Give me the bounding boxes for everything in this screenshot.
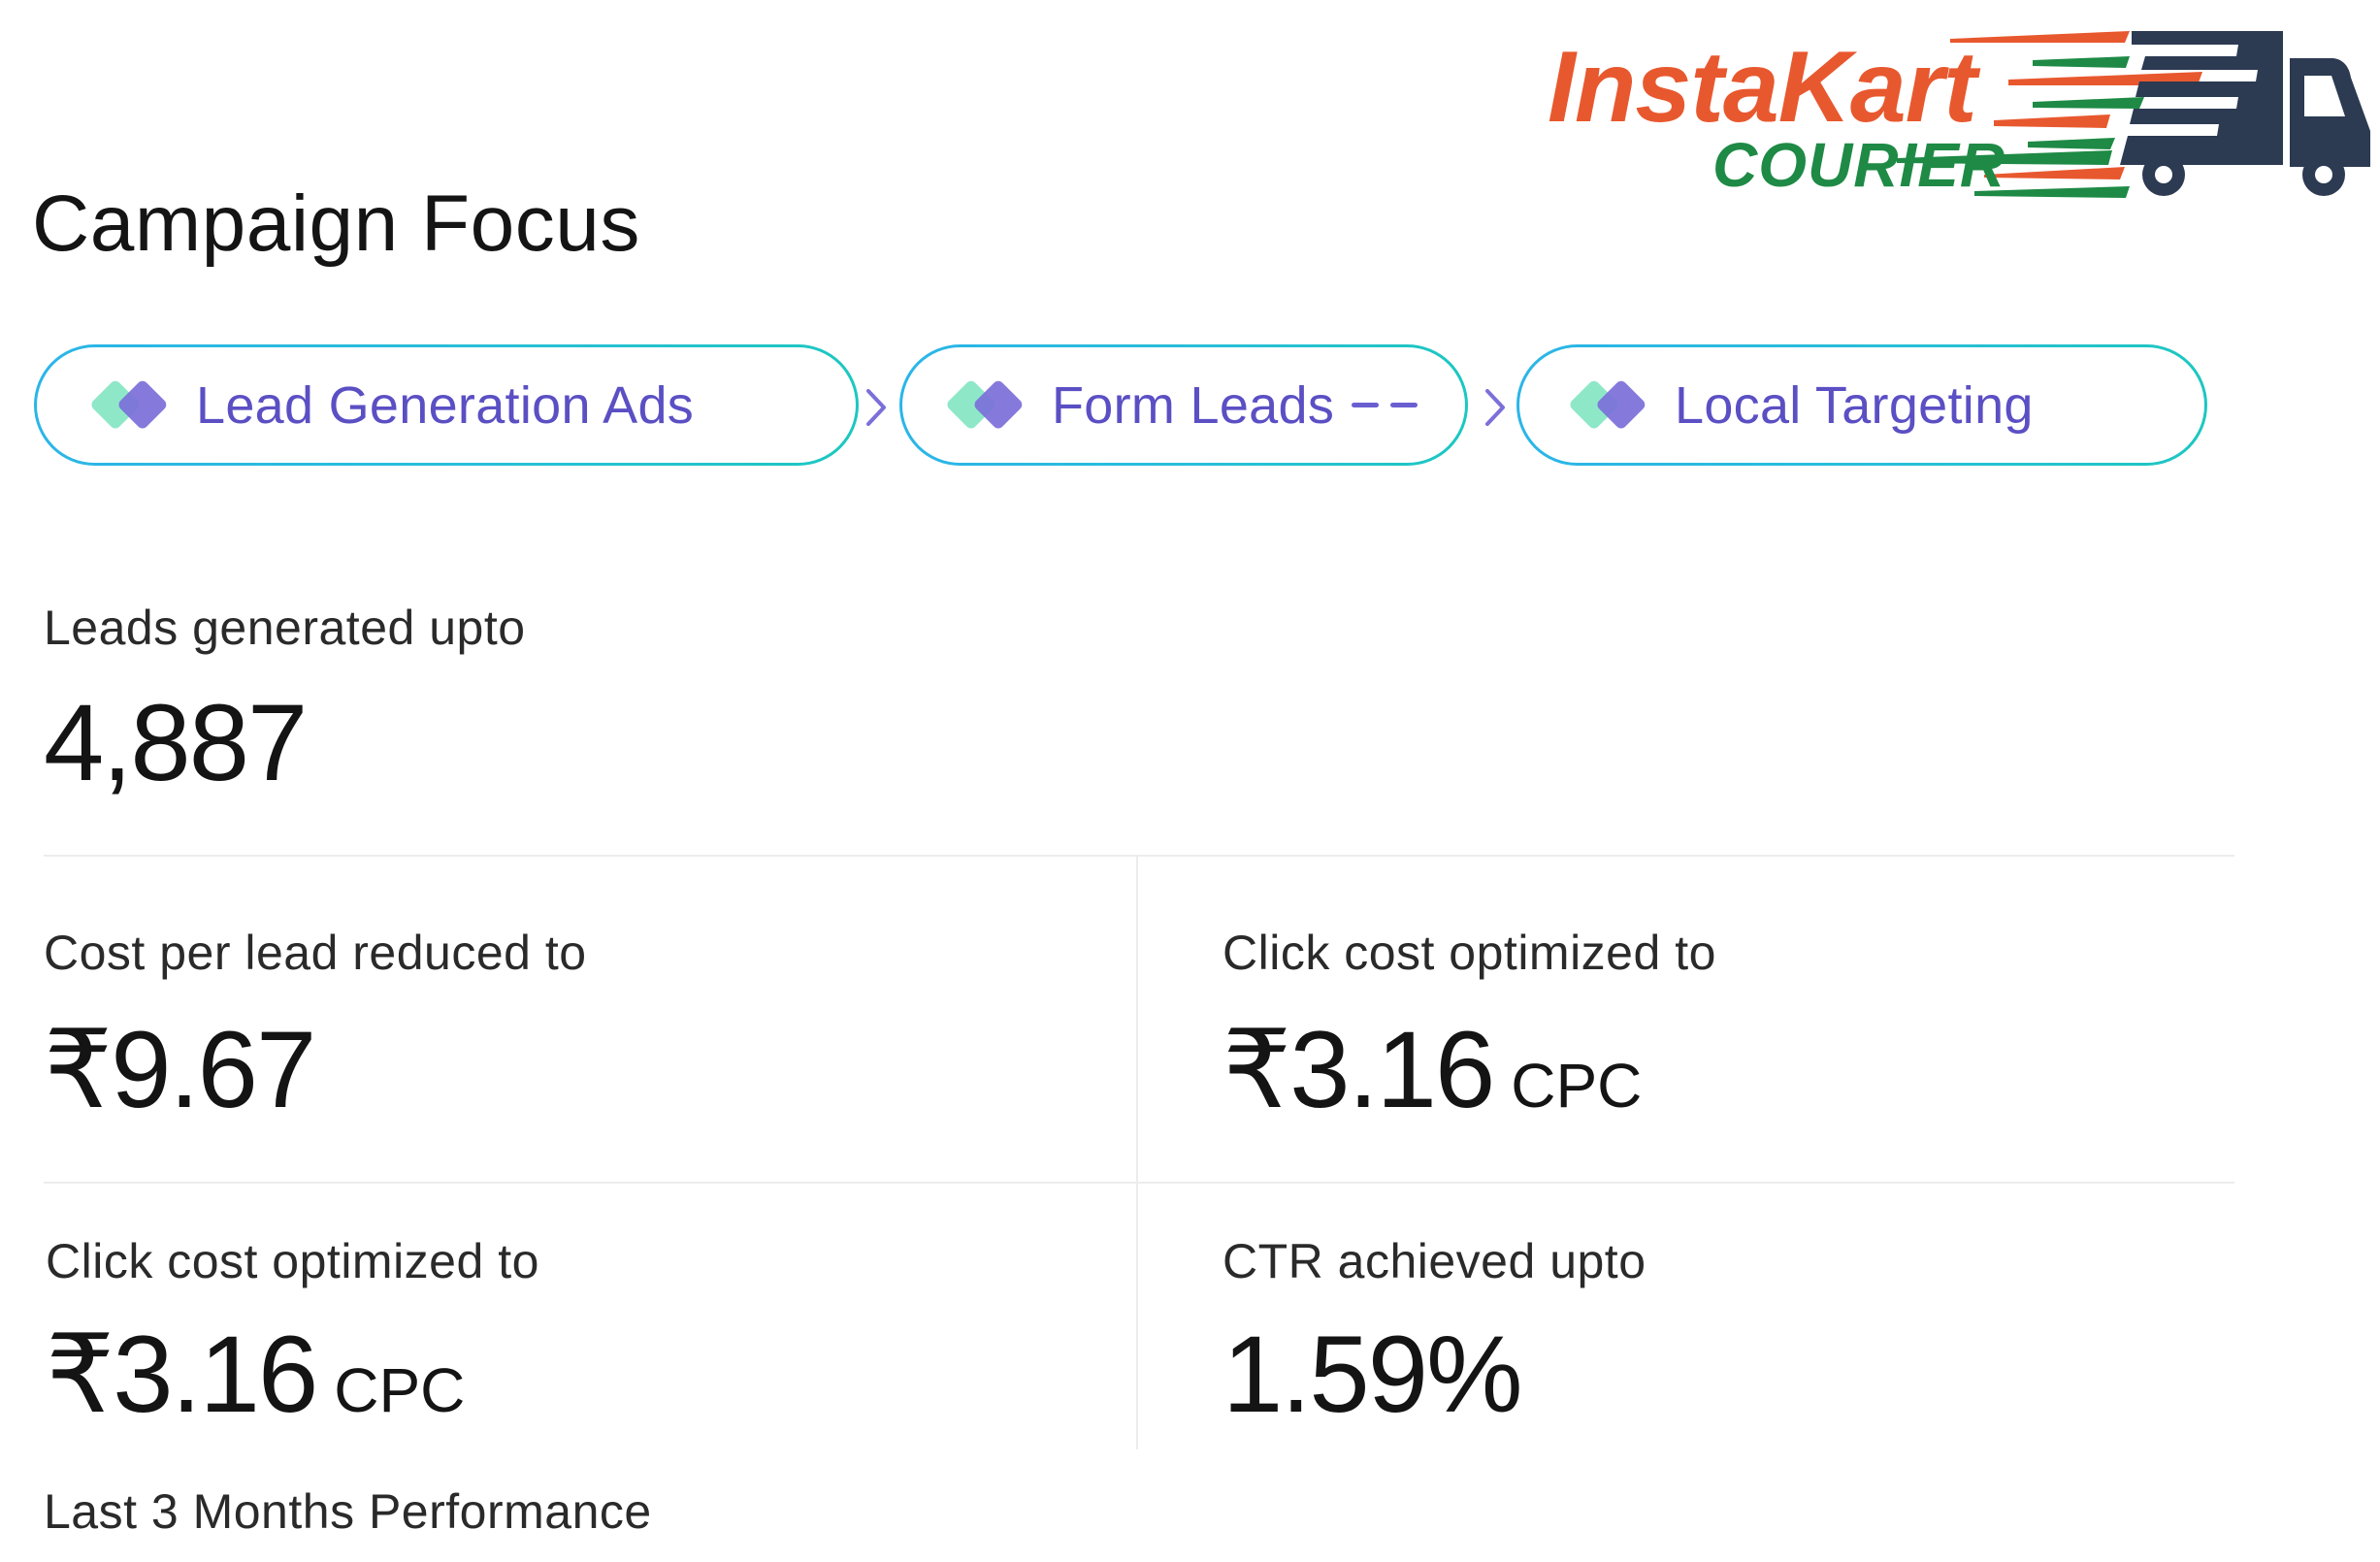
focus-step-lead-generation-ads[interactable]: Lead Generation Ads — [34, 344, 859, 466]
divider — [44, 1182, 2234, 1184]
delivery-truck-icon — [1897, 31, 2370, 198]
metric-label: Click cost optimized to — [1223, 926, 1716, 980]
focus-step-form-leads[interactable]: Form Leads — [899, 344, 1468, 466]
metric-cost-per-lead: Cost per lead reduced to ₹9.67 — [44, 928, 587, 1124]
divider — [1136, 856, 1138, 1449]
dashed-connector — [1352, 403, 1418, 407]
metric-label: CTR achieved upto — [1223, 1234, 1646, 1288]
section-title-last-3-months: Last 3 Months Performance — [44, 1484, 652, 1539]
metric-label: Leads generated upto — [44, 601, 526, 655]
metric-leads: Leads generated upto 4,887 — [44, 603, 526, 797]
metric-label: Click cost optimized to — [46, 1234, 539, 1288]
brand-logo: InstaKart COURIER — [1538, 19, 2372, 199]
focus-step-label: Lead Generation Ads — [196, 375, 695, 435]
divider — [44, 855, 2234, 857]
chevron-right-icon — [866, 389, 886, 426]
speed-lines — [1897, 31, 2202, 198]
metric-value: 1.59% — [1223, 1314, 1523, 1435]
focus-step-label: Form Leads — [1052, 375, 1335, 435]
metric-ctr: CTR achieved upto 1.59% — [1223, 1237, 1646, 1429]
focus-step-local-targeting[interactable]: Local Targeting — [1516, 344, 2207, 466]
page-title: Campaign Focus — [32, 179, 640, 268]
metric-amount: ₹3.16 — [46, 1314, 318, 1435]
metric-label: Cost per lead reduced to — [44, 926, 587, 980]
layers-diamond-icon — [1570, 380, 1646, 429]
metric-unit: CPC — [334, 1355, 466, 1425]
metric-value: 4,887 — [44, 682, 308, 803]
layers-diamond-icon — [91, 380, 167, 429]
metric-unit: CPC — [1511, 1051, 1643, 1121]
focus-step-label: Local Targeting — [1675, 375, 2034, 435]
chevron-right-icon — [1485, 389, 1505, 426]
brand-subname: COURIER — [1712, 130, 2006, 200]
layers-diamond-icon — [947, 380, 1023, 429]
metric-amount: ₹3.16 — [1223, 1009, 1495, 1130]
metric-value: ₹9.67 — [44, 1009, 316, 1130]
brand-name: InstaKart — [1548, 31, 1977, 144]
